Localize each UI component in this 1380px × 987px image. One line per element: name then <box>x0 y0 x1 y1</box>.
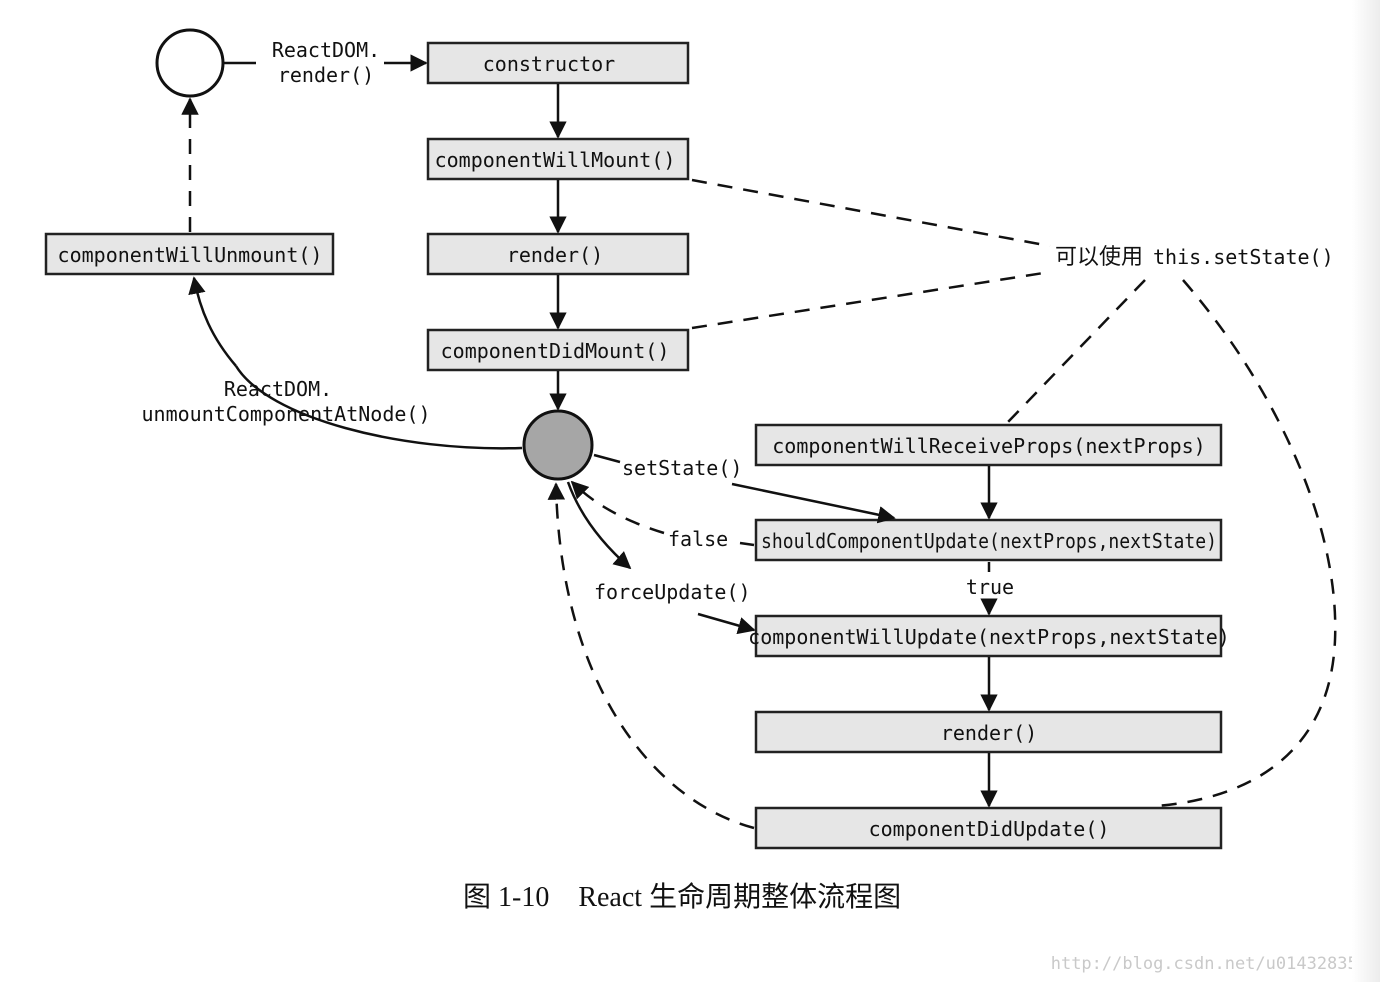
component-did-update-label: componentDidUpdate() <box>869 817 1110 841</box>
false-to-state-dashed-arrow <box>570 480 665 535</box>
watermark-url: http://blog.csdn.net/u014328357 <box>1051 954 1368 974</box>
component-did-update-box: componentDidUpdate() <box>754 806 1223 850</box>
set-state-label: setState() <box>622 456 742 480</box>
component-will-receive-props-box: componentWillReceiveProps(nextProps) <box>754 423 1223 467</box>
mounted-state-node <box>522 409 594 481</box>
page-edge-shadow <box>1352 0 1380 982</box>
render-update-label: render() <box>941 721 1037 745</box>
start-node <box>155 28 225 98</box>
unmount-connector-line <box>234 365 523 450</box>
should-component-update-label: shouldComponentUpdate(nextProps,nextStat… <box>761 529 1217 553</box>
figure-title: React 生命周期整体流程图 <box>578 881 901 913</box>
unmount-label-line2: unmountComponentAtNode() <box>142 402 431 426</box>
component-will-update-box: componentWillUpdate(nextProps,nextState) <box>748 614 1230 658</box>
should-component-update-box: shouldComponentUpdate(nextProps,nextStat… <box>754 518 1223 562</box>
figure-number: 图 1-10 <box>463 882 549 913</box>
component-did-mount-box: componentDidMount() <box>426 328 690 372</box>
will-mount-hint-dashed-line <box>691 178 1051 248</box>
render-mount-box: render() <box>426 232 690 276</box>
component-will-unmount-box: componentWillUnmount() <box>44 232 335 276</box>
receive-props-hint-dashed-line <box>1007 279 1146 423</box>
did-update-hint-dashed-curve <box>1154 279 1337 808</box>
unmount-to-will-unmount-arrow <box>188 276 237 367</box>
false-label: false <box>668 527 728 551</box>
force-update-to-will-update-arrow <box>697 612 756 635</box>
set-state-to-should-update-arrow <box>731 482 896 524</box>
true-label: true <box>966 575 1014 599</box>
figure-caption: 图 1-10 React 生命周期整体流程图 <box>463 881 901 913</box>
render-mount-label: render() <box>507 243 603 267</box>
component-will-update-label: componentWillUpdate(nextProps,nextState) <box>748 625 1230 649</box>
constructor-box: constructor <box>426 41 690 85</box>
component-will-receive-props-label: componentWillReceiveProps(nextProps) <box>772 434 1205 458</box>
force-update-origin-curve <box>566 481 632 570</box>
render-update-box: render() <box>754 710 1223 754</box>
component-will-unmount-label: componentWillUnmount() <box>58 243 323 267</box>
did-update-to-state-dashed-arrow <box>547 482 755 830</box>
set-state-connector <box>593 453 621 464</box>
false-connector <box>739 541 755 547</box>
set-state-hint-label: 可以使用 this.setState() <box>1055 245 1334 270</box>
force-update-label: forceUpdate() <box>594 580 751 604</box>
react-dom-render-label-line2: render() <box>278 63 374 87</box>
constructor-label: constructor <box>483 52 615 76</box>
component-will-mount-label: componentWillMount() <box>435 148 676 172</box>
component-will-mount-box: componentWillMount() <box>426 137 690 181</box>
did-mount-hint-dashed-line <box>691 270 1051 330</box>
unmount-label-line1: ReactDOM. <box>224 377 332 401</box>
component-did-mount-label: componentDidMount() <box>441 339 670 363</box>
react-dom-render-label-line1: ReactDOM. <box>272 38 380 62</box>
